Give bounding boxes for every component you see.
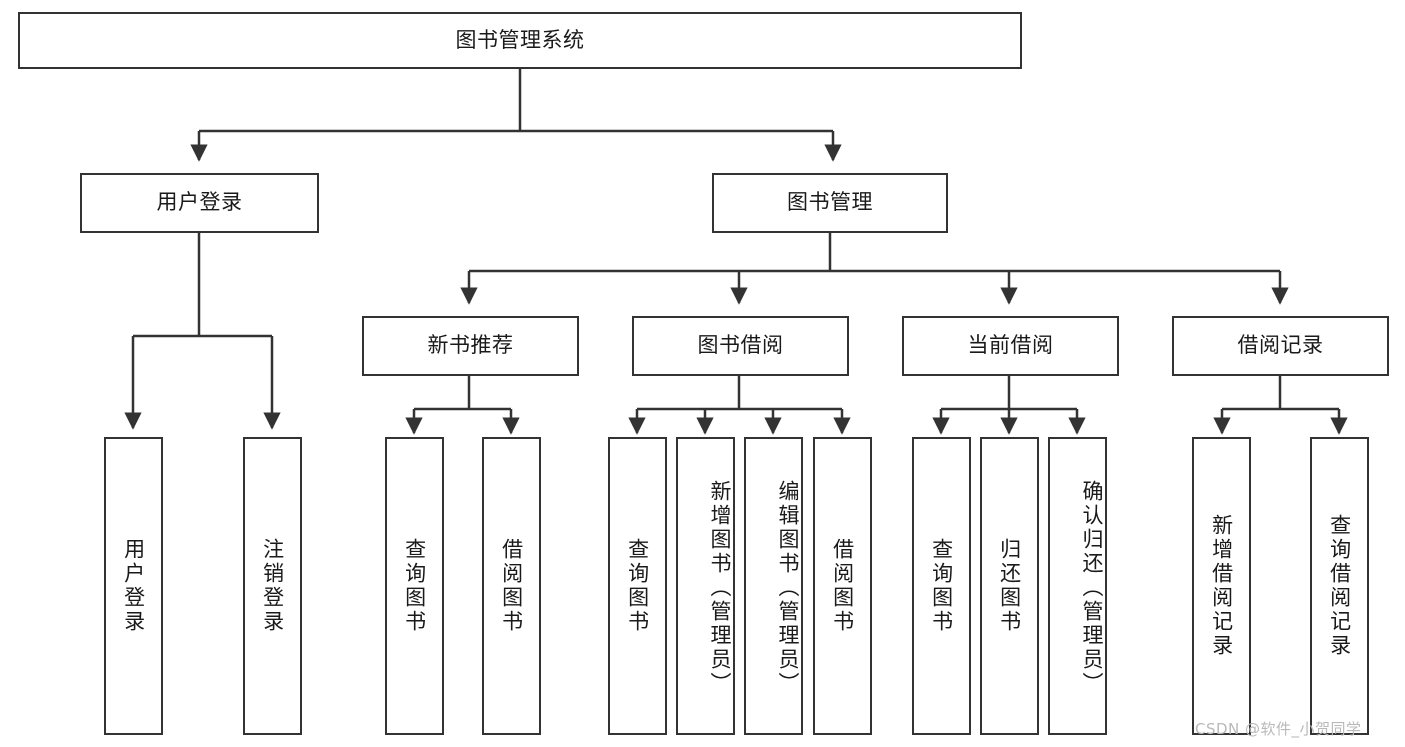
node-new-book-recommend[interactable]: 新书推荐 — [362, 316, 579, 376]
leaf-return-book[interactable]: 归还图书 — [980, 437, 1039, 735]
leaf-confirm-return-admin[interactable]: 确认归还（管理员） — [1048, 437, 1107, 735]
node-current-borrow[interactable]: 当前借阅 — [902, 316, 1119, 376]
leaf-borrow-book-recommend[interactable]: 借阅图书 — [482, 437, 541, 735]
node-label: 图书管理 — [787, 190, 873, 215]
node-label: 查询图书 — [402, 538, 427, 634]
leaf-logout[interactable]: 注销登录 — [243, 437, 302, 735]
node-label: 借阅图书 — [499, 538, 524, 634]
node-root-system[interactable]: 图书管理系统 — [18, 12, 1022, 69]
leaf-user-login[interactable]: 用户登录 — [104, 437, 163, 735]
node-label: 当前借阅 — [967, 333, 1054, 358]
csdn-watermark: CSDN @软件_小贺同学 — [1195, 720, 1362, 738]
leaf-borrow-book[interactable]: 借阅图书 — [813, 437, 872, 735]
node-label: 图书借阅 — [697, 333, 784, 358]
node-label: 图书管理系统 — [455, 27, 585, 52]
node-label: 注销登录 — [260, 538, 285, 634]
leaf-query-book-recommend[interactable]: 查询图书 — [385, 437, 444, 735]
node-label: 新增图书（管理员） — [708, 480, 732, 696]
leaf-query-borrow-record[interactable]: 查询借阅记录 — [1310, 437, 1369, 735]
node-label: 归还图书 — [997, 538, 1022, 634]
node-label: 查询图书 — [929, 538, 954, 634]
node-book-borrow[interactable]: 图书借阅 — [632, 316, 849, 376]
node-user-login[interactable]: 用户登录 — [80, 173, 319, 233]
node-label: 新增借阅记录 — [1209, 514, 1234, 658]
node-label: 用户登录 — [156, 190, 243, 215]
node-label: 用户登录 — [121, 538, 146, 634]
node-label: 查询借阅记录 — [1327, 514, 1352, 658]
leaf-query-book-current[interactable]: 查询图书 — [912, 437, 971, 735]
node-label: 查询图书 — [625, 538, 650, 634]
node-label: 借阅记录 — [1237, 333, 1324, 358]
node-book-management[interactable]: 图书管理 — [712, 173, 948, 233]
leaf-query-book-borrow[interactable]: 查询图书 — [608, 437, 667, 735]
node-label: 编辑图书（管理员） — [776, 480, 800, 696]
node-borrow-record[interactable]: 借阅记录 — [1172, 316, 1389, 376]
node-label: 新书推荐 — [427, 333, 514, 358]
node-label: 确认归还（管理员） — [1080, 480, 1104, 696]
leaf-add-borrow-record[interactable]: 新增借阅记录 — [1192, 437, 1251, 735]
leaf-add-book-admin[interactable]: 新增图书（管理员） — [676, 437, 735, 735]
leaf-edit-book-admin[interactable]: 编辑图书（管理员） — [744, 437, 803, 735]
node-label: 借阅图书 — [830, 538, 855, 634]
